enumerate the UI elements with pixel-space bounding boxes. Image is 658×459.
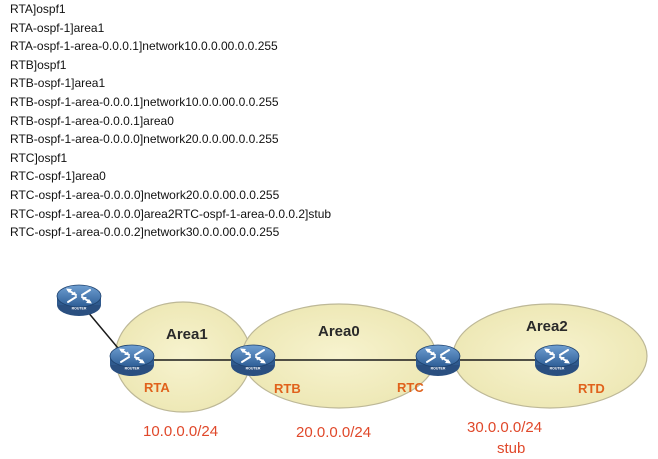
router-label-rtd: RTD: [578, 381, 605, 396]
router-icon: [534, 344, 580, 377]
router-rtb: ROUTER: [230, 344, 276, 377]
config-line: RTB]ospf1: [10, 57, 67, 72]
router-caption: ROUTER: [246, 367, 261, 371]
config-line: RTC]ospf1: [10, 150, 68, 165]
config-line: RTC-ospf-1-area-0.0.0.0]network20.0.0.00…: [10, 187, 280, 202]
area1-label: Area1: [166, 326, 208, 343]
router-rtd: ROUTER: [534, 344, 580, 377]
config-line: RTB-ospf-1-area-0.0.0.1]network10.0.0.00…: [10, 94, 279, 109]
router-caption: ROUTER: [431, 367, 446, 371]
router-rtc: ROUTER: [415, 344, 461, 377]
router-caption: ROUTER: [72, 307, 87, 311]
router-icon: [56, 284, 102, 317]
config-line: RTA]ospf1: [10, 2, 66, 16]
router-caption: ROUTER: [550, 367, 565, 371]
config-line: RTC-ospf-1]area0: [10, 169, 106, 184]
network-label-20: 20.0.0.0/24: [296, 424, 371, 441]
network-stub-note: stub: [497, 440, 525, 457]
config-line: RTA-ospf-1-area-0.0.0.1]network10.0.0.00…: [10, 39, 278, 54]
router-icon: [415, 344, 461, 377]
config-line: RTC-ospf-1-area-0.0.0.2]network30.0.0.00…: [10, 225, 280, 240]
router-rta: ROUTER: [109, 344, 155, 377]
area0-label: Area0: [318, 323, 360, 340]
config-line: RTC-ospf-1-area-0.0.0.0]area2RTC-ospf-1-…: [10, 206, 332, 221]
router-label-rtb: RTB: [274, 381, 301, 396]
network-label-30: 30.0.0.0/24: [467, 419, 542, 436]
router-label-rtc: RTC: [397, 380, 424, 395]
router-icon: [109, 344, 155, 377]
router-caption: ROUTER: [125, 367, 140, 371]
config-line: RTB-ospf-1-area-0.0.0.0]network20.0.0.00…: [10, 132, 279, 147]
config-line: RTB-ospf-1-area-0.0.0.1]area0: [10, 113, 174, 128]
config-line: RTB-ospf-1]area1: [10, 76, 106, 91]
network-label-10: 10.0.0.0/24: [143, 423, 218, 440]
ospf-config-listing: RTA]ospf1 RTA-ospf-1]area1 RTA-ospf-1-ar…: [10, 0, 650, 242]
router-icon: [230, 344, 276, 377]
config-line: RTA-ospf-1]area1: [10, 20, 105, 35]
router-edge: ROUTER: [56, 284, 102, 317]
router-label-rta: RTA: [144, 380, 170, 395]
area2-label: Area2: [526, 318, 568, 335]
